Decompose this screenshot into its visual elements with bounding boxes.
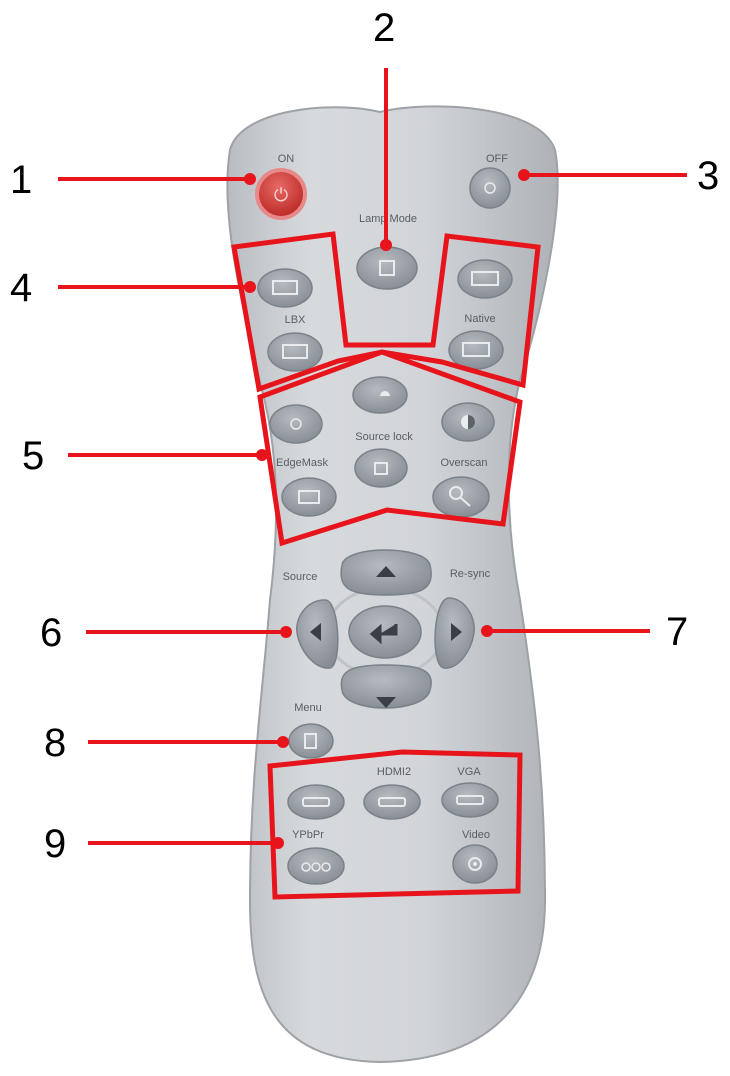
callout-dot-5: [256, 449, 268, 461]
ypbpr-label: YPbPr: [292, 829, 324, 841]
native-button[interactable]: [449, 331, 503, 369]
hdr-button[interactable]: [353, 377, 407, 413]
on-label: ON: [278, 153, 295, 165]
callout-dot-1: [244, 173, 256, 185]
re-sync-label: Re-sync: [450, 568, 491, 580]
ypbpr-button[interactable]: [288, 848, 344, 884]
off-label: OFF: [486, 153, 508, 165]
callout-number-7: 7: [666, 612, 688, 652]
lamp-mode-button[interactable]: [357, 247, 417, 289]
callout-number-5: 5: [22, 436, 44, 476]
lbx-button[interactable]: [268, 333, 322, 371]
edge-mask-label: EdgeMask: [276, 457, 328, 469]
power-off-button[interactable]: [470, 168, 510, 208]
vga-label: VGA: [457, 766, 481, 778]
callout-number-2: 2: [373, 8, 395, 48]
vga-button[interactable]: [442, 783, 498, 817]
callout-number-9: 9: [44, 824, 66, 864]
callout-number-8: 8: [44, 723, 66, 763]
callout-dot-8: [277, 736, 289, 748]
native-label: Native: [464, 313, 495, 325]
source-lock-label: Source lock: [355, 431, 413, 443]
callout-number-3: 3: [697, 156, 719, 196]
source-lock-button[interactable]: [355, 449, 407, 487]
callout-number-1: 1: [10, 160, 32, 200]
hdmi2-button[interactable]: [364, 785, 420, 819]
overscan-label: Overscan: [440, 457, 487, 469]
video-label: Video: [462, 829, 490, 841]
aspect-button-1[interactable]: [258, 269, 312, 307]
edge-mask-button[interactable]: [282, 478, 336, 516]
hdmi1-button[interactable]: [288, 785, 344, 819]
hdmi2-label: HDMI2: [377, 766, 411, 778]
aspect-button-2[interactable]: [458, 260, 512, 298]
source-label: Source: [283, 571, 318, 583]
callout-dot-4: [244, 281, 256, 293]
power-icon: ⏻: [274, 185, 288, 206]
lbx-label: LBX: [285, 314, 306, 326]
menu-button[interactable]: [289, 724, 333, 758]
callout-number-4: 4: [10, 268, 32, 308]
video-icon-dot: [473, 862, 477, 866]
callout-dot-3: [518, 169, 530, 181]
menu-label: Menu: [294, 702, 322, 714]
callout-dot-6: [280, 626, 292, 638]
callout-number-6: 6: [40, 613, 62, 653]
callout-dot-7: [481, 625, 493, 637]
callout-dot-2: [380, 239, 392, 251]
callout-dot-9: [272, 837, 284, 849]
brightness-button[interactable]: [270, 405, 322, 443]
